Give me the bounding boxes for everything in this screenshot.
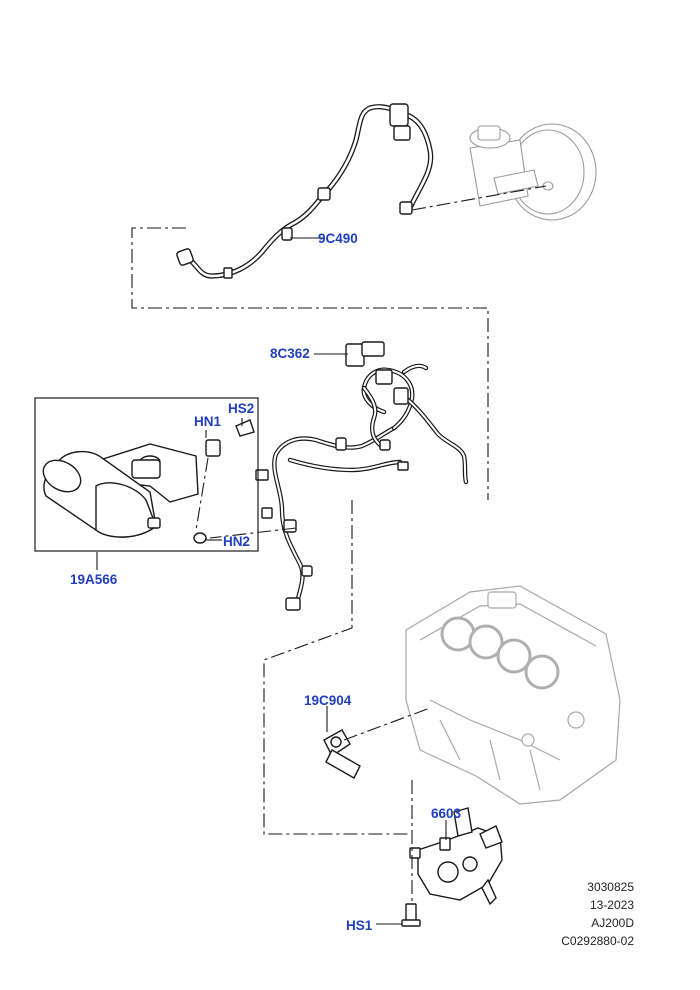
callout-8c362: 8C362 [270, 346, 310, 361]
callout-hn2: HN2 [223, 534, 250, 549]
vacuum-hose-illustration [176, 103, 434, 279]
callout-hs2: HS2 [228, 401, 254, 416]
meta-model-code: AJ200D [591, 916, 634, 930]
callout-6603: 6603 [431, 806, 462, 821]
engine-block-illustration [405, 585, 621, 805]
meta-drawing-number: 3030825 [587, 880, 634, 894]
connection-line-sensor [343, 707, 431, 741]
connection-line-hn2 [195, 457, 209, 531]
sensor-illustration [323, 729, 361, 779]
callout-hn1: HN1 [194, 414, 221, 429]
screw-hs1-illustration [401, 903, 421, 927]
connection-line-booster [411, 185, 547, 211]
callout-19a566: 19A566 [70, 572, 118, 587]
nut-hn2-illustration [193, 532, 207, 544]
oil-pump-illustration [409, 807, 503, 906]
callout-hs1: HS1 [346, 918, 373, 933]
wiring-harness-illustration [255, 341, 469, 611]
brake-booster-illustration [469, 123, 597, 221]
connection-line-harness [209, 527, 297, 539]
assembly-outline-lower [263, 500, 410, 835]
vacuum-pump-illustration [42, 419, 255, 538]
meta-reference-code: C0292880-02 [561, 934, 634, 948]
assembly-outline-upper [131, 227, 489, 500]
meta-date: 13-2023 [590, 898, 634, 912]
vacuum-pump-detail-box [34, 397, 259, 552]
callout-9c490: 9C490 [318, 231, 358, 246]
callout-19c904: 19C904 [304, 693, 352, 708]
